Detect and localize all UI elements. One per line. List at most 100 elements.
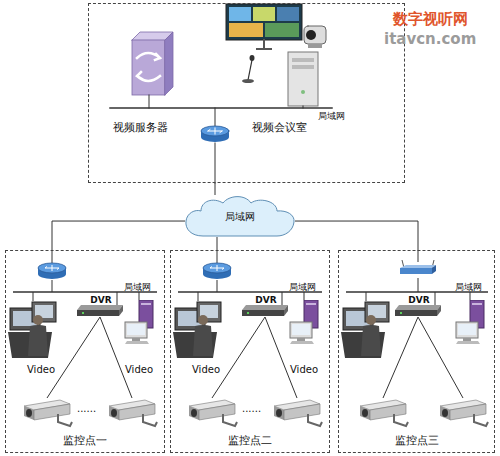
camera-icon	[109, 400, 157, 426]
pc-led	[301, 90, 305, 94]
network-link	[217, 237, 218, 250]
server-arrow	[137, 53, 160, 60]
node-label: DVR	[74, 295, 128, 305]
server-front	[132, 40, 165, 95]
conference-node: 视频会议室	[224, 6, 334, 138]
drop-wire	[282, 292, 283, 305]
operator-station	[341, 302, 389, 358]
node-label: 视频会议室	[224, 122, 334, 135]
ptz-base	[308, 44, 322, 48]
network-link	[295, 221, 418, 250]
dvr-node: DVR	[74, 295, 128, 319]
site-frame: 局域网视频服务器 视频会议室	[88, 3, 405, 183]
drop-wire	[304, 292, 305, 300]
video-wire	[265, 317, 297, 398]
node-label: 局域网	[455, 282, 482, 292]
screen-tile	[253, 7, 275, 21]
signal-label: Video	[192, 364, 220, 376]
node-label: 局域网	[318, 111, 345, 121]
pc-icon	[290, 300, 318, 344]
uplink-wire	[217, 250, 218, 263]
drop-wire	[139, 292, 140, 300]
screen-tile	[229, 7, 251, 21]
dvr-device	[395, 305, 441, 316]
drop-wire	[435, 292, 436, 305]
screen-tile	[229, 23, 263, 37]
camera-icon	[24, 400, 72, 426]
drop-wire	[117, 292, 118, 305]
dvr-node: DVR	[392, 295, 446, 319]
server-arrow	[137, 72, 160, 81]
microphone-base	[242, 79, 254, 83]
dvr-device	[242, 305, 288, 316]
site-frame: 局域网监控点一 DVR	[5, 250, 165, 453]
drop-wire	[217, 280, 218, 292]
screen-stand	[263, 40, 265, 48]
video-wire	[212, 317, 265, 398]
site-illustration	[341, 250, 488, 426]
signal-label: Video	[27, 364, 55, 376]
watermark: 数字视听网	[393, 11, 468, 28]
network-link	[52, 221, 185, 250]
node-caption: 监控点一	[6, 435, 164, 448]
pc-drive	[292, 65, 314, 69]
site-frame: 局域网监控点二DVR	[170, 250, 330, 453]
video-wire	[47, 317, 100, 398]
node-label: DVR	[239, 295, 293, 305]
node-caption: 监控点三	[339, 435, 494, 448]
router-icon	[38, 263, 66, 279]
microphone-head	[250, 55, 255, 61]
site-illustration	[8, 250, 157, 426]
server-side	[165, 32, 173, 95]
drop-wire	[149, 95, 150, 108]
uplink-wire	[52, 250, 53, 263]
uplink-wire	[215, 143, 216, 183]
drop-wire	[418, 278, 419, 292]
pc-drive	[292, 58, 314, 62]
camera-icon	[274, 400, 322, 426]
site-frame: 局域网监控点三 DVR	[338, 250, 495, 453]
network-link	[215, 183, 216, 195]
operator-station	[173, 302, 221, 358]
switch-icon	[400, 260, 436, 274]
pc-tower	[288, 52, 318, 106]
screen-tile	[265, 23, 299, 37]
site-illustration	[173, 250, 322, 426]
drop-wire	[303, 106, 304, 108]
watermark: itavcn.com	[384, 31, 476, 48]
node-label: 视频服务器	[104, 122, 176, 135]
dvr-node: DVR	[239, 295, 293, 319]
router-icon	[201, 126, 229, 142]
lan-line	[110, 107, 332, 109]
drop-wire	[470, 292, 471, 300]
node-label: 局域网	[124, 282, 151, 292]
node-label: 局域网	[185, 211, 295, 223]
cloud-outline	[186, 197, 294, 236]
screen-base	[256, 48, 272, 50]
camera-icon	[189, 400, 237, 426]
pc-icon	[125, 300, 153, 344]
drop-wire	[215, 108, 216, 126]
ellipsis-mark: ......	[77, 403, 96, 415]
dvr-device	[77, 305, 123, 316]
video-wire	[100, 317, 132, 398]
ellipsis-mark: ......	[242, 403, 261, 415]
camera-icon	[360, 400, 408, 426]
server-node: 视频服务器	[104, 29, 176, 137]
signal-label: Video	[125, 364, 153, 376]
drop-wire	[198, 292, 199, 301]
hq-illustration	[110, 4, 332, 183]
operator-station	[8, 302, 56, 358]
screen-tile	[277, 7, 299, 21]
video-wire	[418, 317, 463, 398]
router-icon	[203, 263, 231, 279]
signal-label: Video	[290, 364, 318, 376]
video-wire	[383, 317, 418, 398]
microphone-stem	[248, 60, 252, 80]
drop-wire	[366, 292, 367, 301]
ptz-camera	[304, 26, 326, 44]
